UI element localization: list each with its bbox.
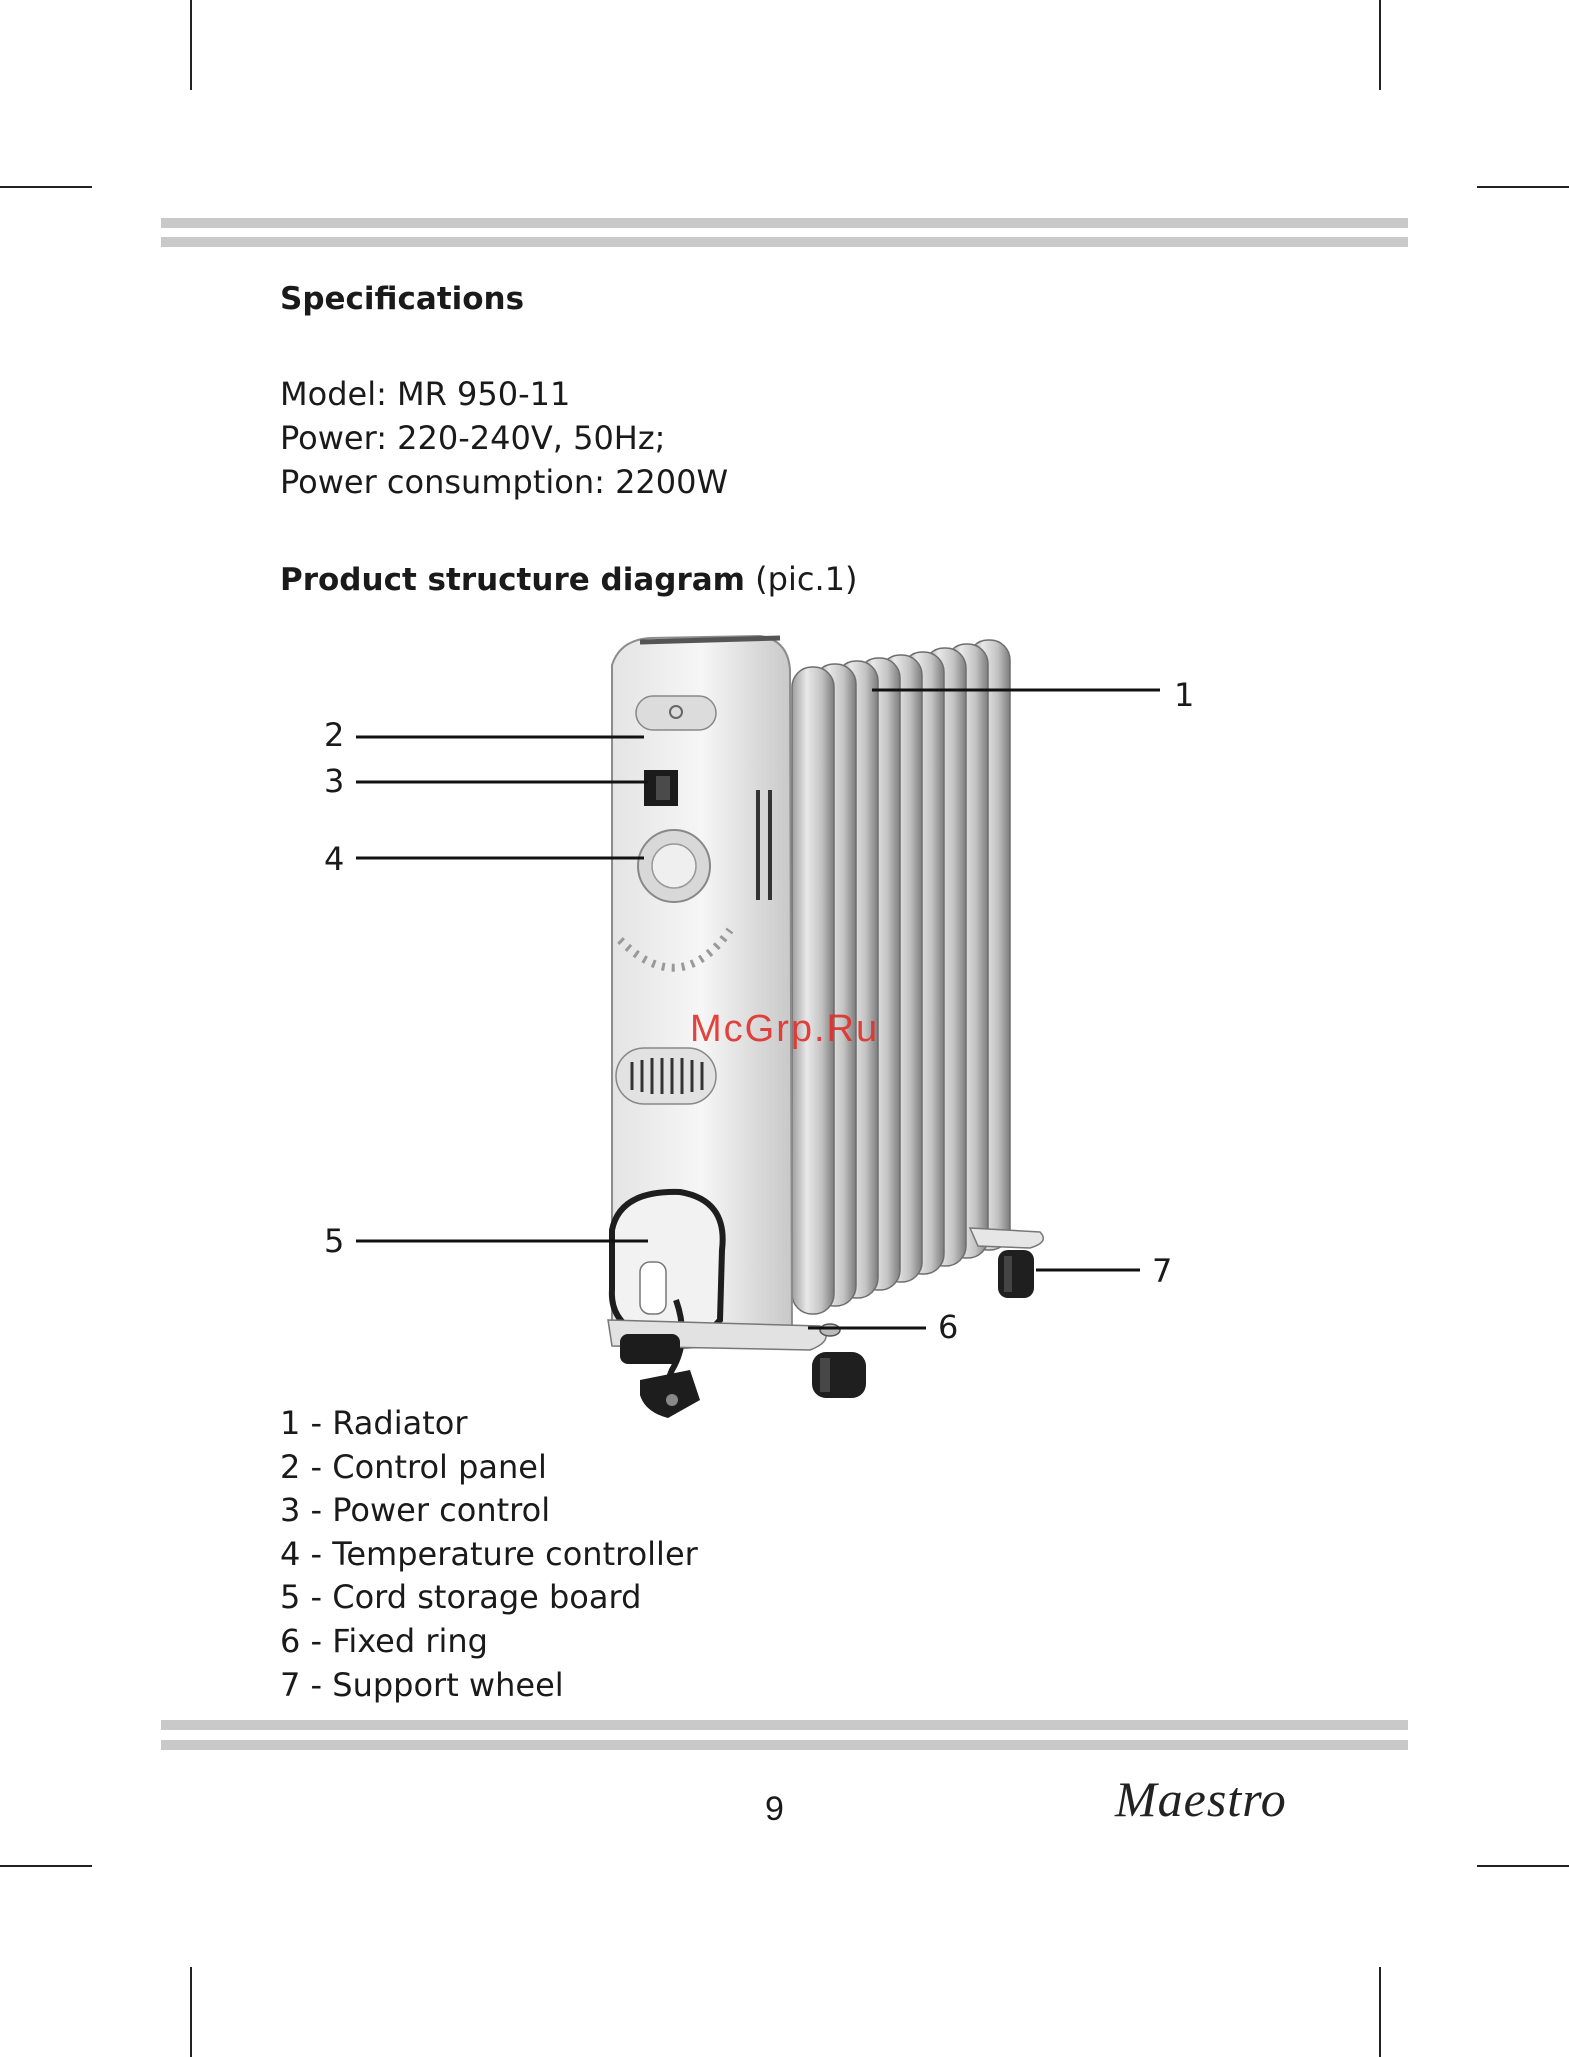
footer-band-bottom	[161, 1740, 1408, 1750]
callout-3: 3	[324, 762, 344, 800]
callout-2: 2	[324, 716, 344, 754]
callout-1: 1	[1174, 676, 1194, 714]
legend-item: 2 - Control panel	[280, 1446, 698, 1490]
callout-6: 6	[938, 1308, 958, 1346]
legend-item: 6 - Fixed ring	[280, 1620, 698, 1664]
cord-storage	[612, 1192, 723, 1418]
watermark: McGrp.Ru	[690, 1008, 879, 1051]
legend-item: 7 - Support wheel	[280, 1664, 698, 1708]
legend-item: 5 - Cord storage board	[280, 1576, 698, 1620]
page-number: 9	[765, 1790, 784, 1829]
radiator-fins	[792, 640, 1010, 1314]
callout-7: 7	[1152, 1252, 1172, 1290]
parts-legend: 1 - Radiator 2 - Control panel 3 - Power…	[280, 1402, 698, 1707]
footer-band-top	[161, 1720, 1408, 1730]
legend-item: 4 - Temperature controller	[280, 1533, 698, 1577]
legend-item: 1 - Radiator	[280, 1402, 698, 1446]
callout-4: 4	[324, 840, 344, 878]
callout-5: 5	[324, 1222, 344, 1260]
rear-wheel	[970, 1228, 1043, 1298]
brand-logo: Maestro	[1115, 1770, 1287, 1828]
legend-item: 3 - Power control	[280, 1489, 698, 1533]
